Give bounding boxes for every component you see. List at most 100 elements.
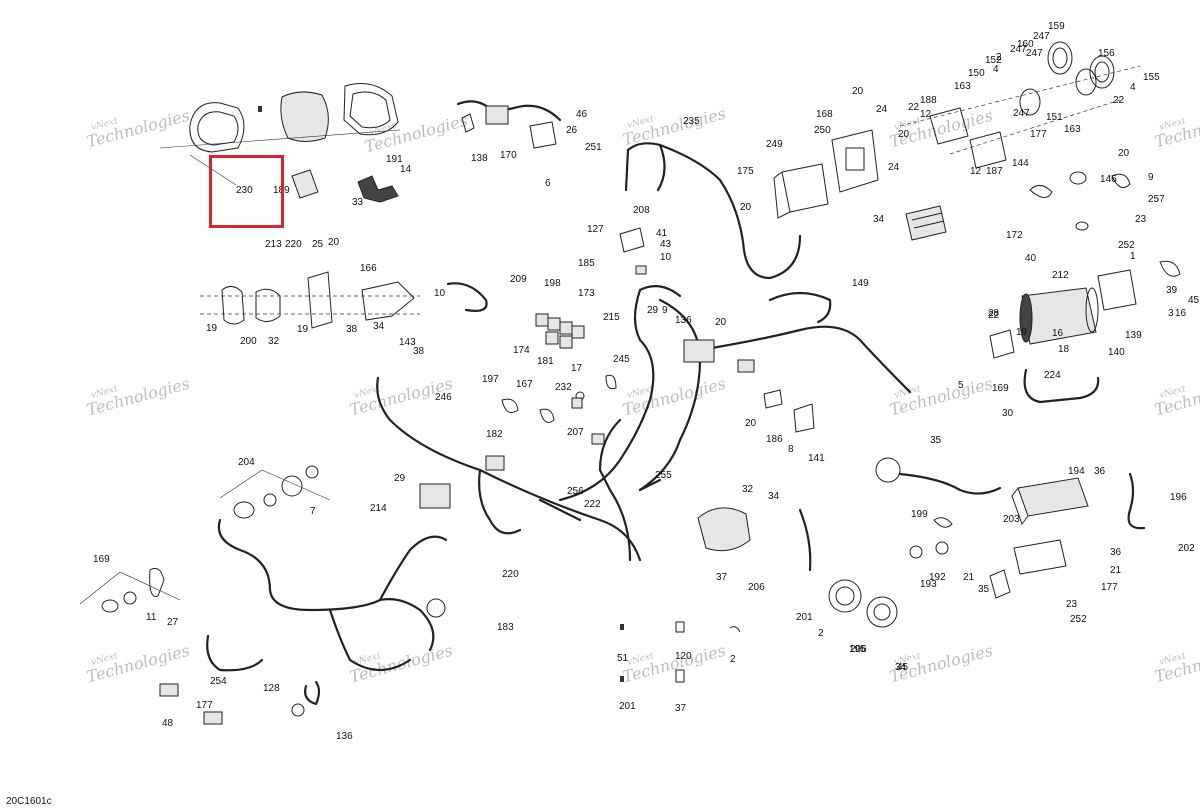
part-callout-number: 2 xyxy=(818,628,824,639)
relay-box-side-part xyxy=(773,171,791,219)
part-callout-number: 222 xyxy=(584,499,601,510)
harness-256-branch-part xyxy=(538,498,582,522)
part-callout-number: 34 xyxy=(895,662,907,673)
headlight-ring-part xyxy=(1047,41,1073,75)
part-callout-number: 251 xyxy=(585,142,602,153)
socket-part xyxy=(291,703,305,717)
part-callout-number: 19 xyxy=(206,323,218,334)
socket-part xyxy=(305,465,319,479)
part-callout-number: 152 xyxy=(985,55,1002,66)
part-callout-number: 29 xyxy=(647,305,659,316)
speaker-part xyxy=(828,579,862,613)
part-callout-number: 1 xyxy=(1130,251,1136,262)
part-callout-number: 22 xyxy=(988,310,1000,321)
selected-part-highlight[interactable] xyxy=(209,155,284,228)
switch-cover-part xyxy=(361,281,415,321)
headlight-housing-part xyxy=(929,107,969,145)
watermark-line2: Technologies xyxy=(888,374,995,420)
socket-part xyxy=(101,599,119,613)
socket-part xyxy=(233,501,255,519)
regulator-group xyxy=(905,171,1131,241)
part-callout-number: 183 xyxy=(497,622,514,633)
relay-set-group xyxy=(535,313,585,349)
part-callout-number: 185 xyxy=(578,258,595,269)
part-callout-number: 36 xyxy=(1110,547,1122,558)
part-callout-number: 143 xyxy=(399,337,416,348)
part-callout-number: 20 xyxy=(898,129,910,140)
watermark-line2: Technologies xyxy=(621,104,728,150)
part-callout-number: 198 xyxy=(544,278,561,289)
part-callout-number: 166 xyxy=(360,263,377,274)
part-callout-number: 20 xyxy=(715,317,727,328)
part-callout-number: 247 xyxy=(1013,108,1030,119)
part-callout-number: 182 xyxy=(486,429,503,440)
switch-part xyxy=(159,683,179,697)
part-callout-number: 215 xyxy=(603,312,620,323)
plug-part xyxy=(935,541,949,555)
watermark-line2: Technologies xyxy=(621,374,728,420)
part-callout-number: 159 xyxy=(1048,21,1065,32)
part-callout-number: 195 xyxy=(849,644,866,655)
connector-part xyxy=(933,517,953,528)
harness-254-part xyxy=(206,634,264,672)
part-callout-number: 172 xyxy=(1006,230,1023,241)
harness-246-branch-part xyxy=(328,608,412,671)
part-callout-number: 247 xyxy=(1010,44,1027,55)
part-callout-number: 144 xyxy=(1012,158,1029,169)
handlebar-wire-part xyxy=(456,100,562,122)
harness-connector-block-part xyxy=(683,339,715,363)
part-callout-number: 25 xyxy=(312,239,324,250)
part-callout-number: 10 xyxy=(434,288,446,299)
part-callout-number: 24 xyxy=(876,104,888,115)
gauge-lens-part xyxy=(280,91,329,142)
part-callout-number: 16 xyxy=(1052,328,1064,339)
part-callout-number: 169 xyxy=(992,383,1009,394)
part-callout-number: 206 xyxy=(850,644,867,655)
headlight-ring-part xyxy=(1089,55,1115,89)
headlight-ring-inner-part xyxy=(1052,47,1068,69)
part-callout-number: 150 xyxy=(968,68,985,79)
part-callout-number: 11 xyxy=(146,612,157,623)
part-callout-number: 136 xyxy=(675,315,692,326)
part-callout-number: 249 xyxy=(766,139,783,150)
clip-part xyxy=(729,626,741,633)
speaker-cone-part xyxy=(835,586,855,606)
part-callout-number: 220 xyxy=(285,239,302,250)
harness-235-part xyxy=(626,142,802,280)
part-callout-number: 19 xyxy=(297,324,309,335)
harness-256-group xyxy=(217,376,642,671)
socket-part xyxy=(263,493,277,507)
part-callout-number: 255 xyxy=(655,470,672,481)
part-callout-number: 18 xyxy=(1058,344,1070,355)
part-callout-number: 32 xyxy=(742,484,754,495)
part-callout-number: 2 xyxy=(996,52,1002,63)
part-callout-number: 20 xyxy=(745,418,757,429)
part-callout-number: 9 xyxy=(1148,172,1154,183)
relay-part xyxy=(559,321,573,335)
part-callout-number: 19 xyxy=(1016,327,1028,338)
regulator-fin-part xyxy=(911,212,943,221)
part-callout-number: 39 xyxy=(1166,285,1178,296)
reference-line xyxy=(119,571,181,601)
assembly-axis xyxy=(949,99,1121,155)
switch-part xyxy=(763,389,783,409)
harness-246-part xyxy=(217,518,435,652)
part-callout-number: 16 xyxy=(1175,308,1187,319)
part-callout-number: 212 xyxy=(1052,270,1069,281)
part-callout-number: 256 xyxy=(567,486,584,497)
main-harness-branch-part xyxy=(638,285,682,298)
part-callout-number: 40 xyxy=(1025,253,1037,264)
control-module-part xyxy=(419,483,451,509)
part-callout-number: 128 xyxy=(263,683,280,694)
part-callout-number: 46 xyxy=(576,109,588,120)
main-harness-branch-part xyxy=(638,478,662,492)
bottom-left-group xyxy=(79,465,446,725)
part-callout-number: 32 xyxy=(268,336,280,347)
part-callout-number: 28 xyxy=(988,308,1000,319)
bushing-part xyxy=(1069,171,1087,185)
gauge-housing-inner-part xyxy=(349,91,391,129)
part-callout-number: 5 xyxy=(958,380,964,391)
part-callout-number: 24 xyxy=(888,162,900,173)
part-callout-number: 38 xyxy=(413,346,425,357)
